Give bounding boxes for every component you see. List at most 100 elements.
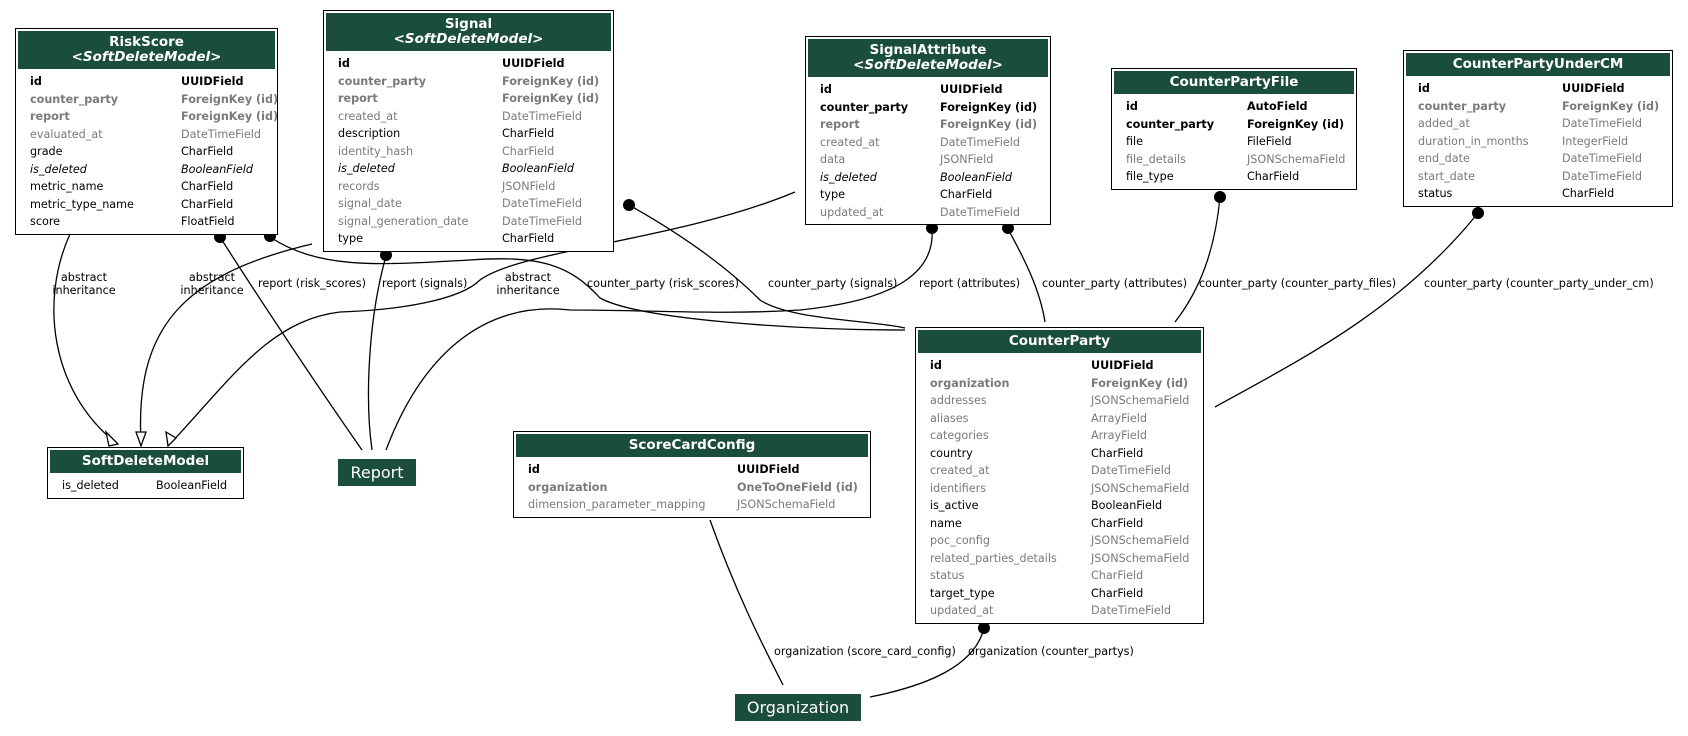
edge-org-counterpartys bbox=[869, 627, 985, 698]
field-name: related_parties_details bbox=[930, 551, 1057, 565]
field-type: ForeignKey (id) bbox=[502, 92, 600, 105]
field-name: created_at bbox=[820, 135, 880, 149]
field-name: metric_name bbox=[30, 180, 104, 193]
field-type: ForeignKey (id) bbox=[181, 110, 279, 123]
model-name: CounterParty bbox=[1008, 333, 1111, 349]
model-header: ScoreCardConfig bbox=[516, 434, 868, 457]
field-name: end_date bbox=[1418, 152, 1470, 165]
edge-label-signal-inheritance: abstract inheritance bbox=[180, 271, 244, 297]
field-type: ForeignKey (id) bbox=[1247, 117, 1345, 131]
edge-signalattribute-inheritance bbox=[170, 191, 796, 444]
report-node[interactable]: Report bbox=[338, 459, 416, 486]
field-name: counter_party bbox=[820, 100, 909, 114]
field-type: JSONSchemaField bbox=[737, 498, 836, 511]
field-name: is_deleted bbox=[30, 162, 87, 176]
edge-riskscore-inheritance bbox=[53, 233, 117, 444]
model-header: CounterPartyFile bbox=[1114, 71, 1354, 94]
field-type: FloatField bbox=[181, 215, 235, 228]
field-row: file_type CharField bbox=[1112, 168, 1356, 186]
field-name: duration_in_months bbox=[1418, 134, 1529, 148]
model-name: CounterPartyFile bbox=[1169, 74, 1299, 90]
field-type: CharField bbox=[1247, 170, 1300, 183]
relation-dot bbox=[1002, 222, 1014, 234]
field-type: BooleanField bbox=[181, 162, 253, 176]
edge-label-riskscore-inheritance: abstract inheritance bbox=[52, 271, 116, 297]
edge-report-attributes bbox=[385, 228, 933, 451]
field-type: DateTimeField bbox=[940, 205, 1020, 219]
field-name: file_type bbox=[1126, 170, 1174, 183]
edge-label-cp-risk-scores: counter_party (risk_scores) bbox=[587, 277, 739, 290]
organization-node[interactable]: Organization bbox=[735, 694, 861, 721]
edge-label-org-score-card: organization (score_card_config) bbox=[774, 645, 956, 658]
field-row: duration_in_months IntegerField bbox=[1404, 133, 1672, 151]
field-name: organization bbox=[528, 480, 608, 494]
field-name: country bbox=[930, 446, 973, 460]
field-type: JSONField bbox=[940, 153, 994, 166]
edge-cp-attributes bbox=[1007, 228, 1046, 323]
field-type: UUIDField bbox=[1562, 82, 1625, 95]
field-name: id bbox=[930, 359, 942, 372]
field-name: id bbox=[528, 463, 540, 476]
field-type: DateTimeField bbox=[1091, 604, 1171, 617]
field-type: BooleanField bbox=[940, 170, 1012, 184]
edge-label-signalattribute-inheritance: abstract inheritance bbox=[496, 271, 560, 297]
field-type: ForeignKey (id) bbox=[1091, 376, 1189, 390]
field-name: is_active bbox=[930, 499, 979, 512]
field-type: UUIDField bbox=[940, 83, 1003, 96]
field-type: BooleanField bbox=[502, 162, 574, 175]
field-name: status bbox=[1418, 187, 1453, 200]
field-type: CharField bbox=[1091, 569, 1144, 582]
field-name: report bbox=[820, 118, 860, 131]
inheritance-arrowhead bbox=[165, 430, 178, 448]
field-type: JSONSchemaField bbox=[1091, 481, 1190, 495]
edge-label-report-attributes: report (attributes) bbox=[919, 277, 1021, 290]
field-name: added_at bbox=[1418, 117, 1470, 130]
field-type: BooleanField bbox=[156, 479, 228, 492]
field-type: ForeignKey (id) bbox=[181, 92, 279, 106]
field-name: organization bbox=[930, 376, 1010, 390]
field-type: CharField bbox=[1091, 516, 1144, 530]
field-name: id bbox=[338, 57, 350, 70]
relation-dot bbox=[978, 622, 990, 634]
model-name: SignalAttribute bbox=[869, 42, 987, 58]
model-name: RiskScore bbox=[109, 34, 184, 50]
field-name: created_at bbox=[930, 464, 990, 477]
field-type: IntegerField bbox=[1562, 134, 1629, 148]
field-type: DateTimeField bbox=[502, 197, 582, 210]
field-type: CharField bbox=[1091, 586, 1144, 600]
field-type: ForeignKey (id) bbox=[1562, 99, 1660, 113]
edge-cp-files bbox=[1174, 196, 1221, 323]
edge-label-cp-under-cm: counter_party (counter_party_under_cm) bbox=[1424, 277, 1654, 290]
field-type: CharField bbox=[181, 145, 234, 158]
field-type: JSONSchemaField bbox=[1091, 534, 1190, 547]
field-type: FileField bbox=[1247, 135, 1292, 148]
